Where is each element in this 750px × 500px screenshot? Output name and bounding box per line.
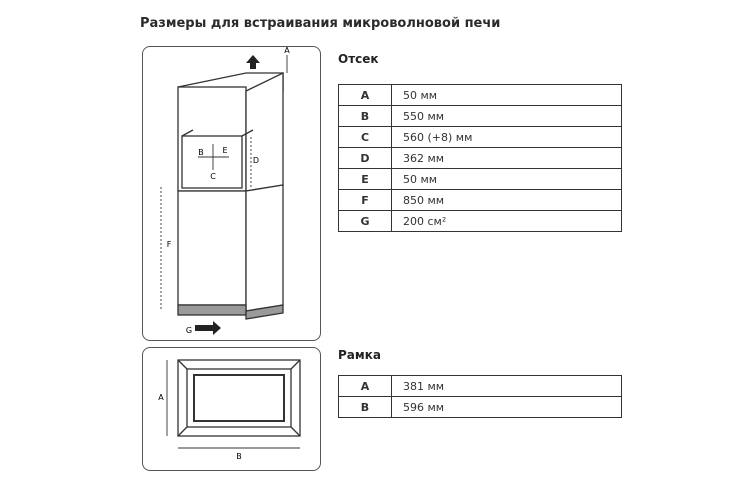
cabinet-diagram-panel: A B C D E F G — [142, 46, 321, 341]
cabinet-label-f: F — [167, 240, 172, 249]
spec-value: 50 мм — [391, 84, 622, 106]
cabinet-diagram: A B C D E F G — [160, 47, 290, 335]
spec-value: 560 (+8) мм — [391, 126, 622, 148]
frame-diagram-panel: A B — [142, 347, 321, 471]
cabinet-label-a: A — [284, 47, 290, 55]
cabinet-label-d: D — [253, 156, 259, 165]
cabinet-label-g: G — [186, 326, 192, 335]
spec-value: 550 мм — [391, 105, 622, 127]
spec-key: E — [338, 168, 392, 190]
frame-diagram: A B — [158, 359, 301, 461]
spec-value: 362 мм — [391, 147, 622, 169]
spec-key: B — [338, 105, 392, 127]
spec-value: 50 мм — [391, 168, 622, 190]
spec-key: D — [338, 147, 392, 169]
cabinet-label-b: B — [198, 148, 204, 157]
spec-value: 200 см² — [391, 210, 622, 232]
cabinet-section-title: Отсек — [338, 52, 379, 66]
spec-key: C — [338, 126, 392, 148]
page-title: Размеры для встраивания микроволновой пе… — [140, 16, 501, 31]
frame-outline — [177, 359, 301, 437]
cabinet-label-c: C — [210, 172, 216, 181]
spec-key: B — [338, 396, 392, 418]
frame-label-b: B — [236, 452, 242, 461]
upper-cabinet — [177, 71, 284, 192]
lower-cabinet — [177, 184, 284, 320]
spec-key: G — [338, 210, 392, 232]
spec-value: 381 мм — [391, 375, 622, 397]
frame-section-title: Рамка — [338, 348, 381, 362]
spec-key: F — [338, 189, 392, 211]
airflow-arrows — [195, 55, 260, 335]
cabinet-label-e: E — [222, 146, 227, 155]
spec-key: A — [338, 375, 392, 397]
frame-label-a: A — [158, 393, 164, 402]
spec-value: 596 мм — [391, 396, 622, 418]
spec-value: 850 мм — [391, 189, 622, 211]
spec-key: A — [338, 84, 392, 106]
